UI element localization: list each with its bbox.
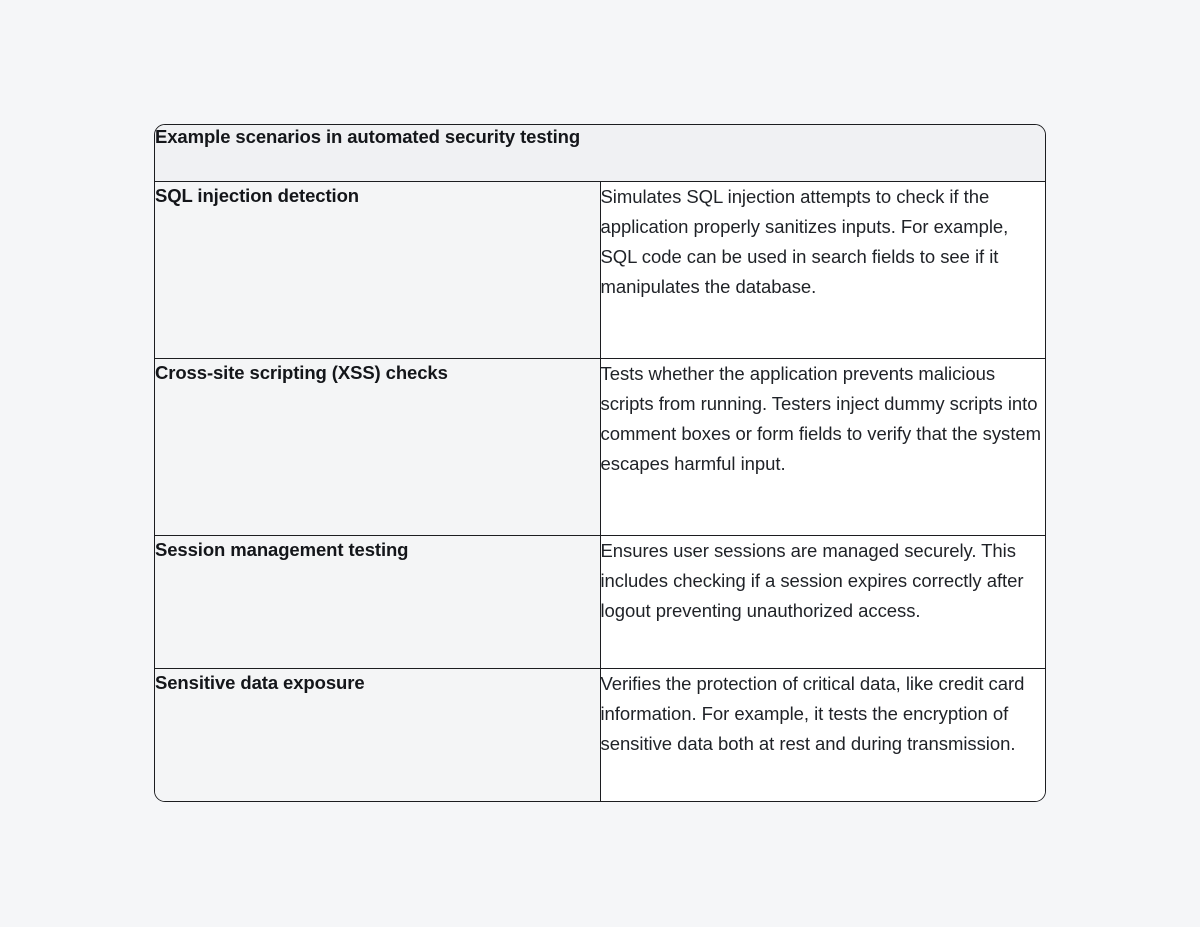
scenario-description: Simulates SQL injection attempts to chec… (600, 185, 1009, 297)
scenarios-table: Example scenarios in automated security … (155, 125, 1045, 801)
scenario-name: Session management testing (155, 538, 409, 560)
scenario-name-cell: SQL injection detection (155, 181, 601, 359)
scenario-description-cell: Verifies the protection of critical data… (600, 668, 1045, 801)
table-header-cell: Example scenarios in automated security … (155, 125, 1045, 182)
scenario-description-cell: Ensures user sessions are managed secure… (600, 535, 1045, 670)
table-row: Session management testing Ensures user … (155, 535, 1045, 670)
scenario-name: Sensitive data exposure (155, 672, 365, 693)
scenario-description-cell: Simulates SQL injection attempts to chec… (600, 181, 1045, 359)
table-row: Cross-site scripting (XSS) checks Tests … (155, 358, 1045, 536)
table-row: SQL injection detection Simulates SQL in… (155, 181, 1045, 359)
scenario-name: Cross-site scripting (XSS) checks (155, 361, 448, 383)
scenario-name-cell: Cross-site scripting (XSS) checks (155, 358, 601, 536)
table-header: Example scenarios in automated security … (155, 125, 1045, 182)
scenario-description-cell: Tests whether the application prevents m… (600, 358, 1045, 536)
table-body: SQL injection detection Simulates SQL in… (155, 181, 1045, 801)
scenario-description: Verifies the protection of critical data… (600, 673, 1025, 754)
scenario-description: Ensures user sessions are managed secure… (600, 539, 1024, 621)
scenario-name-cell: Sensitive data exposure (155, 668, 601, 801)
table-title: Example scenarios in automated security … (155, 126, 581, 147)
scenario-description: Tests whether the application prevents m… (600, 362, 1041, 474)
table-row: Sensitive data exposure Verifies the pro… (155, 668, 1045, 801)
scenario-name: SQL injection detection (155, 184, 359, 206)
table-header-row: Example scenarios in automated security … (155, 125, 1045, 182)
scenarios-table-container: Example scenarios in automated security … (154, 124, 1046, 802)
scenario-name-cell: Session management testing (155, 535, 601, 670)
